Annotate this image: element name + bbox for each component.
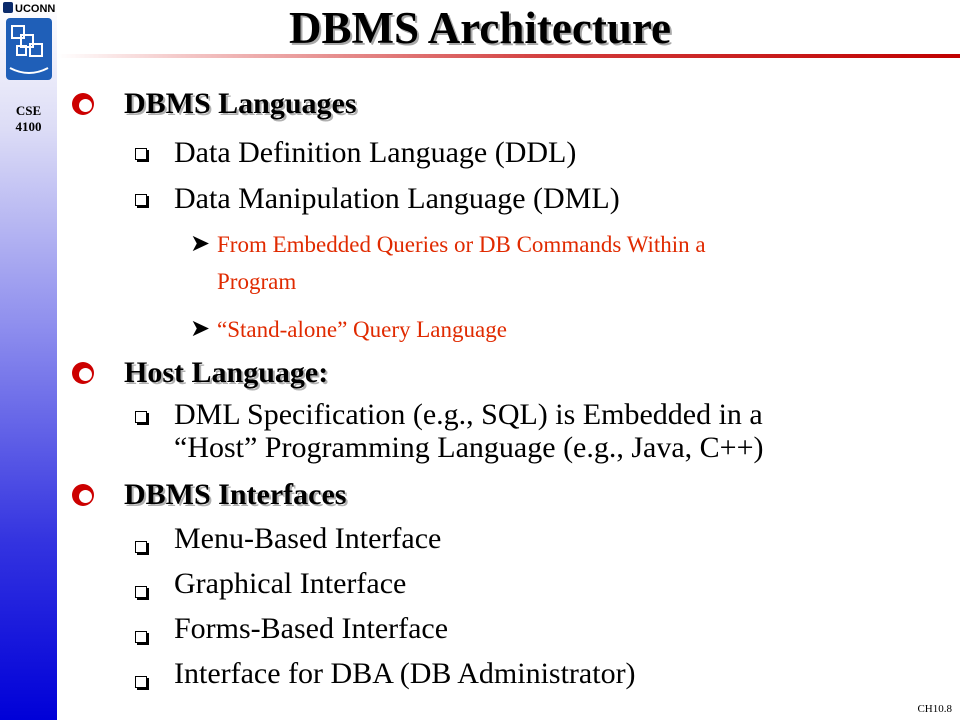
title-rule <box>57 54 960 58</box>
cse-logo-icon <box>6 18 52 80</box>
checkbox-bullet-icon <box>135 411 147 423</box>
section-bullet-icon <box>72 362 94 384</box>
slide-title: DBMS Architecture <box>288 3 672 53</box>
section-bullet-icon <box>72 93 94 115</box>
list-item-forms-interface: Forms-Based Interface <box>174 612 449 645</box>
sidebar: UCONN CSE 4100 <box>0 0 57 720</box>
list-item-dml-specification-continuation: “Host” Programming Language (e.g., Java,… <box>174 431 764 464</box>
checkbox-bullet-icon <box>135 194 147 206</box>
list-item-ddl: Data Definition Language (DDL) <box>174 136 577 169</box>
list-item-dml: Data Manipulation Language (DML) <box>174 182 620 215</box>
course-code: CSE 4100 <box>15 103 42 134</box>
section-bullet-icon <box>72 484 94 506</box>
subitem-embedded-queries-continuation: Program <box>217 269 297 294</box>
list-item-menu-interface: Menu-Based Interface <box>174 522 442 555</box>
arrow-bullet-icon: ➤ <box>190 231 211 257</box>
uconn-seal-icon <box>3 2 13 13</box>
checkbox-bullet-icon <box>135 148 147 160</box>
checkbox-bullet-icon <box>135 586 147 598</box>
subitem-standalone-query: “Stand-alone” Query Language <box>217 317 507 342</box>
course-label: CSE 4100 <box>0 103 57 135</box>
uconn-text: UCONN <box>15 3 56 15</box>
checkbox-bullet-icon <box>135 631 147 643</box>
checkbox-bullet-icon <box>135 676 147 688</box>
list-item-graphical-interface: Graphical Interface <box>174 567 407 600</box>
uconn-label: UCONN <box>3 2 55 15</box>
section-heading-interfaces: DBMS Interfaces <box>124 478 347 511</box>
arrow-bullet-icon: ➤ <box>190 316 211 342</box>
section-heading-languages: DBMS Languages <box>124 87 357 120</box>
subitem-embedded-queries: From Embedded Queries or DB Commands Wit… <box>217 232 706 257</box>
list-item-dml-specification: DML Specification (e.g., SQL) is Embedde… <box>174 398 763 431</box>
section-heading-host-language: Host Language: <box>124 356 329 389</box>
slide-number: CH10.8 <box>917 703 952 715</box>
checkbox-bullet-icon <box>135 541 147 553</box>
list-item-dba-interface: Interface for DBA (DB Administrator) <box>174 657 636 690</box>
